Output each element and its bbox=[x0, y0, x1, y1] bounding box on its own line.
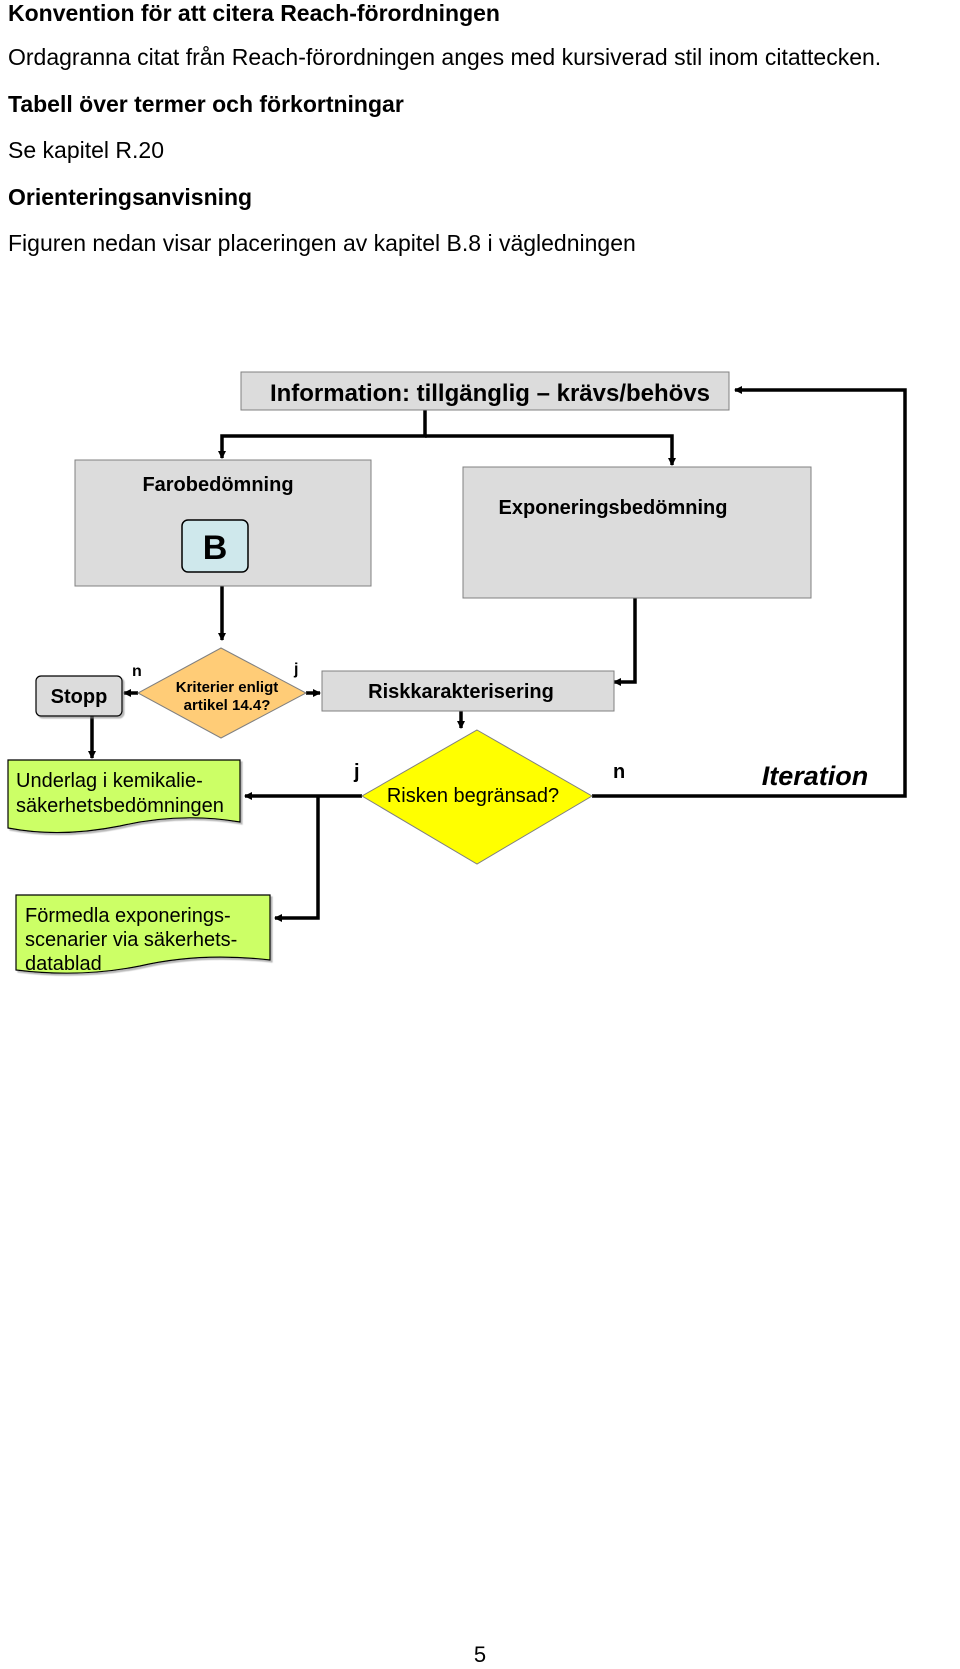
heading-terms: Tabell över termer och förkortningar bbox=[8, 91, 404, 117]
stop-box: Stopp bbox=[35, 675, 123, 717]
stop-label: Stopp bbox=[51, 686, 108, 708]
hazard-assessment-box: Farobedömning B bbox=[74, 459, 372, 587]
page-number: 5 bbox=[473, 1642, 487, 1667]
criteria-label-1: Kriterier enligt bbox=[176, 679, 279, 696]
paragraph-terms: Se kapitel R.20 bbox=[8, 137, 164, 163]
sds-label-1: Förmedla exponerings- bbox=[25, 905, 231, 927]
information-label: Information: tillgänglig – krävs/behövs bbox=[270, 380, 710, 407]
hazard-label: Farobedömning bbox=[142, 474, 293, 496]
information-box: Information: tillgänglig – krävs/behövs bbox=[240, 371, 730, 411]
sds-document-shape: Förmedla exponerings- scenarier via säke… bbox=[15, 894, 271, 975]
heading-orientation: Orienteringsanvisning bbox=[8, 184, 253, 210]
criteria-yes-label: j bbox=[293, 661, 298, 678]
criteria-label-2: artikel 14.4? bbox=[184, 697, 271, 714]
csa-document-shape: Underlag i kemikalie- säkerhetsbedömning… bbox=[7, 759, 241, 834]
heading-convention: Konvention för att citera Reach-förordni… bbox=[8, 0, 500, 26]
paragraph-convention: Ordagranna citat från Reach-förordningen… bbox=[8, 44, 882, 70]
csa-label-2: säkerhetsbedömningen bbox=[16, 795, 224, 817]
connector-lines bbox=[88, 386, 907, 922]
risk-limited-decision: Risken begränsad? j n bbox=[353, 729, 625, 865]
exposure-assessment-box: Exponeringsbedömning bbox=[462, 466, 812, 599]
risk-characterisation-box: Riskkarakterisering bbox=[321, 670, 615, 712]
flowchart-diagram: Information: tillgänglig – krävs/behövs … bbox=[7, 371, 907, 975]
hazard-badge bbox=[181, 519, 249, 573]
risk-characterisation-label: Riskkarakterisering bbox=[368, 681, 554, 703]
risk-yes-label: j bbox=[353, 761, 360, 783]
criteria-decision: Kriterier enligt artikel 14.4? n j bbox=[132, 647, 308, 739]
exposure-label: Exponeringsbedömning bbox=[499, 497, 728, 519]
hazard-badge-label: B bbox=[203, 529, 228, 567]
risk-limited-label: Risken begränsad? bbox=[387, 785, 559, 807]
paragraph-orientation: Figuren nedan visar placeringen av kapit… bbox=[8, 230, 636, 256]
risk-no-label: n bbox=[613, 761, 625, 783]
sds-label-3: datablad bbox=[25, 953, 102, 975]
criteria-no-label: n bbox=[132, 663, 142, 680]
iteration-label: Iteration bbox=[762, 761, 869, 791]
sds-label-2: scenarier via säkerhets- bbox=[25, 929, 237, 951]
csa-label-1: Underlag i kemikalie- bbox=[16, 770, 203, 792]
